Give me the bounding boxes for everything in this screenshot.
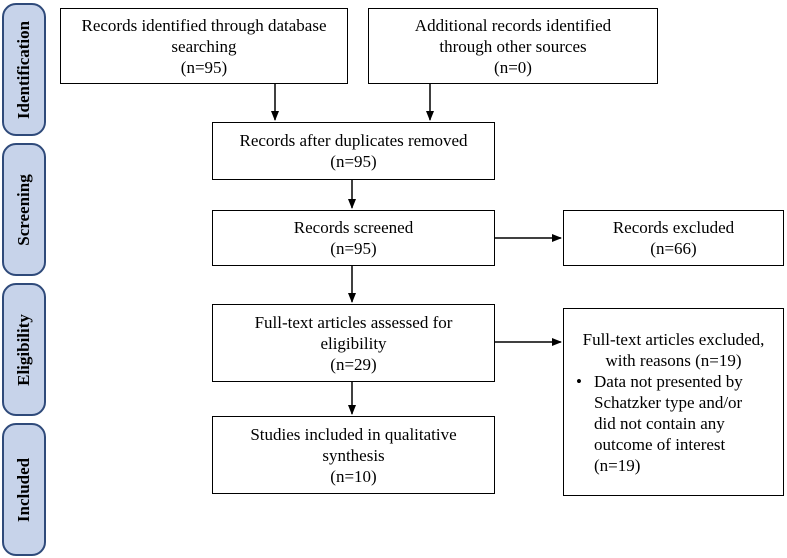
database-records-line-1: Records identified through database [81, 15, 327, 35]
exclusion-reason-line-4: outcome of interest [594, 434, 726, 454]
fulltext-excluded-count: (n=19) [594, 455, 641, 475]
included-studies-line-2: synthesis [322, 445, 385, 465]
box-database-records: Records identified through database sear… [60, 8, 348, 84]
box-other-records: Additional records identified through ot… [368, 8, 658, 84]
fulltext-assessed-count: (n=29) [330, 354, 377, 374]
box-fulltext-assessed: Full-text articles assessed for eligibil… [212, 304, 495, 382]
exclusion-reason-line-1: Data not presented by [594, 371, 743, 391]
exclusion-reason-item: • Data not presented by Schatzker type a… [576, 371, 783, 455]
fulltext-excluded-head-1: Full-text articles excluded, [582, 329, 765, 349]
box-included-studies: Studies included in qualitative synthesi… [212, 416, 495, 494]
box-records-excluded: Records excluded (n=66) [563, 210, 784, 266]
fulltext-excluded-head-2: with reasons (n=19) [605, 350, 742, 370]
box-records-screened: Records screened (n=95) [212, 210, 495, 266]
records-excluded-count: (n=66) [650, 239, 697, 258]
exclusion-reason-line-2: Schatzker type and/or [594, 392, 743, 412]
fulltext-assessed-line-1: Full-text articles assessed for [254, 312, 453, 332]
exclusion-reason-line-3: did not contain any [594, 413, 725, 433]
other-records-line-2: through other sources [439, 36, 587, 56]
box-fulltext-excluded: Full-text articles excluded, with reason… [563, 308, 784, 496]
stage-eligibility: Eligibility [2, 283, 46, 416]
after-duplicates-count: (n=95) [330, 152, 377, 171]
records-excluded-label: Records excluded [612, 218, 735, 237]
bullet-icon: • [576, 371, 582, 391]
database-records-count: (n=95) [180, 57, 228, 77]
fulltext-assessed-line-2: eligibility [320, 333, 387, 353]
box-after-duplicates: Records after duplicates removed (n=95) [212, 122, 495, 180]
records-screened-label: Records screened [293, 218, 414, 237]
included-studies-line-1: Studies included in qualitative [250, 424, 457, 444]
stage-identification: Identification [2, 3, 46, 136]
stage-screening: Screening [2, 143, 46, 276]
stage-included: Included [2, 423, 46, 556]
after-duplicates-label: Records after duplicates removed [239, 131, 468, 150]
records-screened-count: (n=95) [330, 239, 377, 258]
other-records-line-1: Additional records identified [414, 15, 612, 35]
exclusion-reasons-list: • Data not presented by Schatzker type a… [564, 371, 783, 455]
other-records-count: (n=0) [494, 57, 532, 77]
database-records-line-2: searching [171, 36, 237, 56]
fulltext-excluded-heading: Full-text articles excluded, with reason… [564, 329, 783, 371]
included-studies-count: (n=10) [330, 466, 377, 486]
